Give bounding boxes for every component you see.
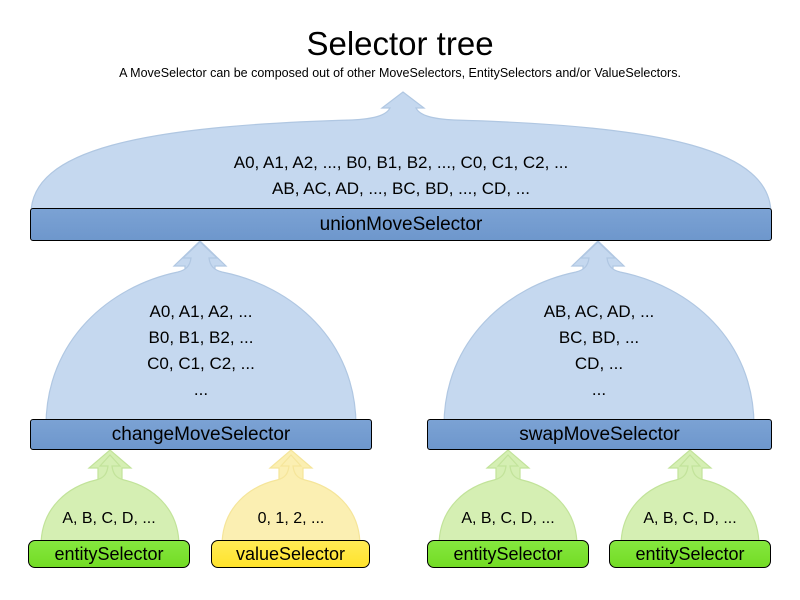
leaf3-dome-arrow-shape (438, 454, 578, 549)
leaf1-node-shape (40, 454, 180, 549)
node-entity-selector-2[interactable]: entitySelector (427, 540, 589, 568)
change-node-content: A0, A1, A2, ... B0, B1, B2, ... C0, C1, … (147, 302, 255, 399)
page-subtitle: A MoveSelector can be composed out of ot… (119, 66, 681, 80)
swap-node-shape (443, 241, 755, 429)
change-dome-arrow-shape (45, 241, 357, 429)
node-value-selector-1[interactable]: valueSelector (211, 540, 370, 568)
page-title: Selector tree (306, 25, 494, 62)
swap-dome-arrow-shape (443, 241, 755, 429)
union-dome-arrow-shape (30, 91, 772, 217)
leaf2-dome-arrow-shape (221, 454, 361, 549)
node-union-move-selector[interactable]: unionMoveSelector (30, 208, 772, 241)
leaf3-node-content: A, B, C, D, ... (461, 510, 555, 527)
change-node-shape (45, 241, 357, 429)
union-node-content: A0, A1, A2, ..., B0, B1, B2, ..., C0, C1… (233, 153, 569, 198)
leaf1-dome-arrow-shape (40, 454, 180, 549)
union-node-shape (30, 91, 772, 217)
swap-node-content: AB, AC, AD, ... BC, BD, ... CD, ... ... (543, 302, 655, 399)
leaf4-dome-arrow-shape (620, 454, 760, 549)
node-entity-selector-1[interactable]: entitySelector (28, 540, 190, 568)
node-entity-selector-3[interactable]: entitySelector (609, 540, 771, 568)
leaf4-node-shape (620, 454, 760, 549)
leaf2-node-content: 0, 1, 2, ... (257, 510, 325, 527)
node-change-move-selector[interactable]: changeMoveSelector (30, 419, 372, 450)
leaf4-node-content: A, B, C, D, ... (643, 510, 737, 527)
leaf2-node-shape (221, 454, 361, 549)
leaf3-node-shape (438, 454, 578, 549)
leaf1-node-content: A, B, C, D, ... (62, 510, 156, 527)
node-swap-move-selector[interactable]: swapMoveSelector (427, 419, 772, 450)
